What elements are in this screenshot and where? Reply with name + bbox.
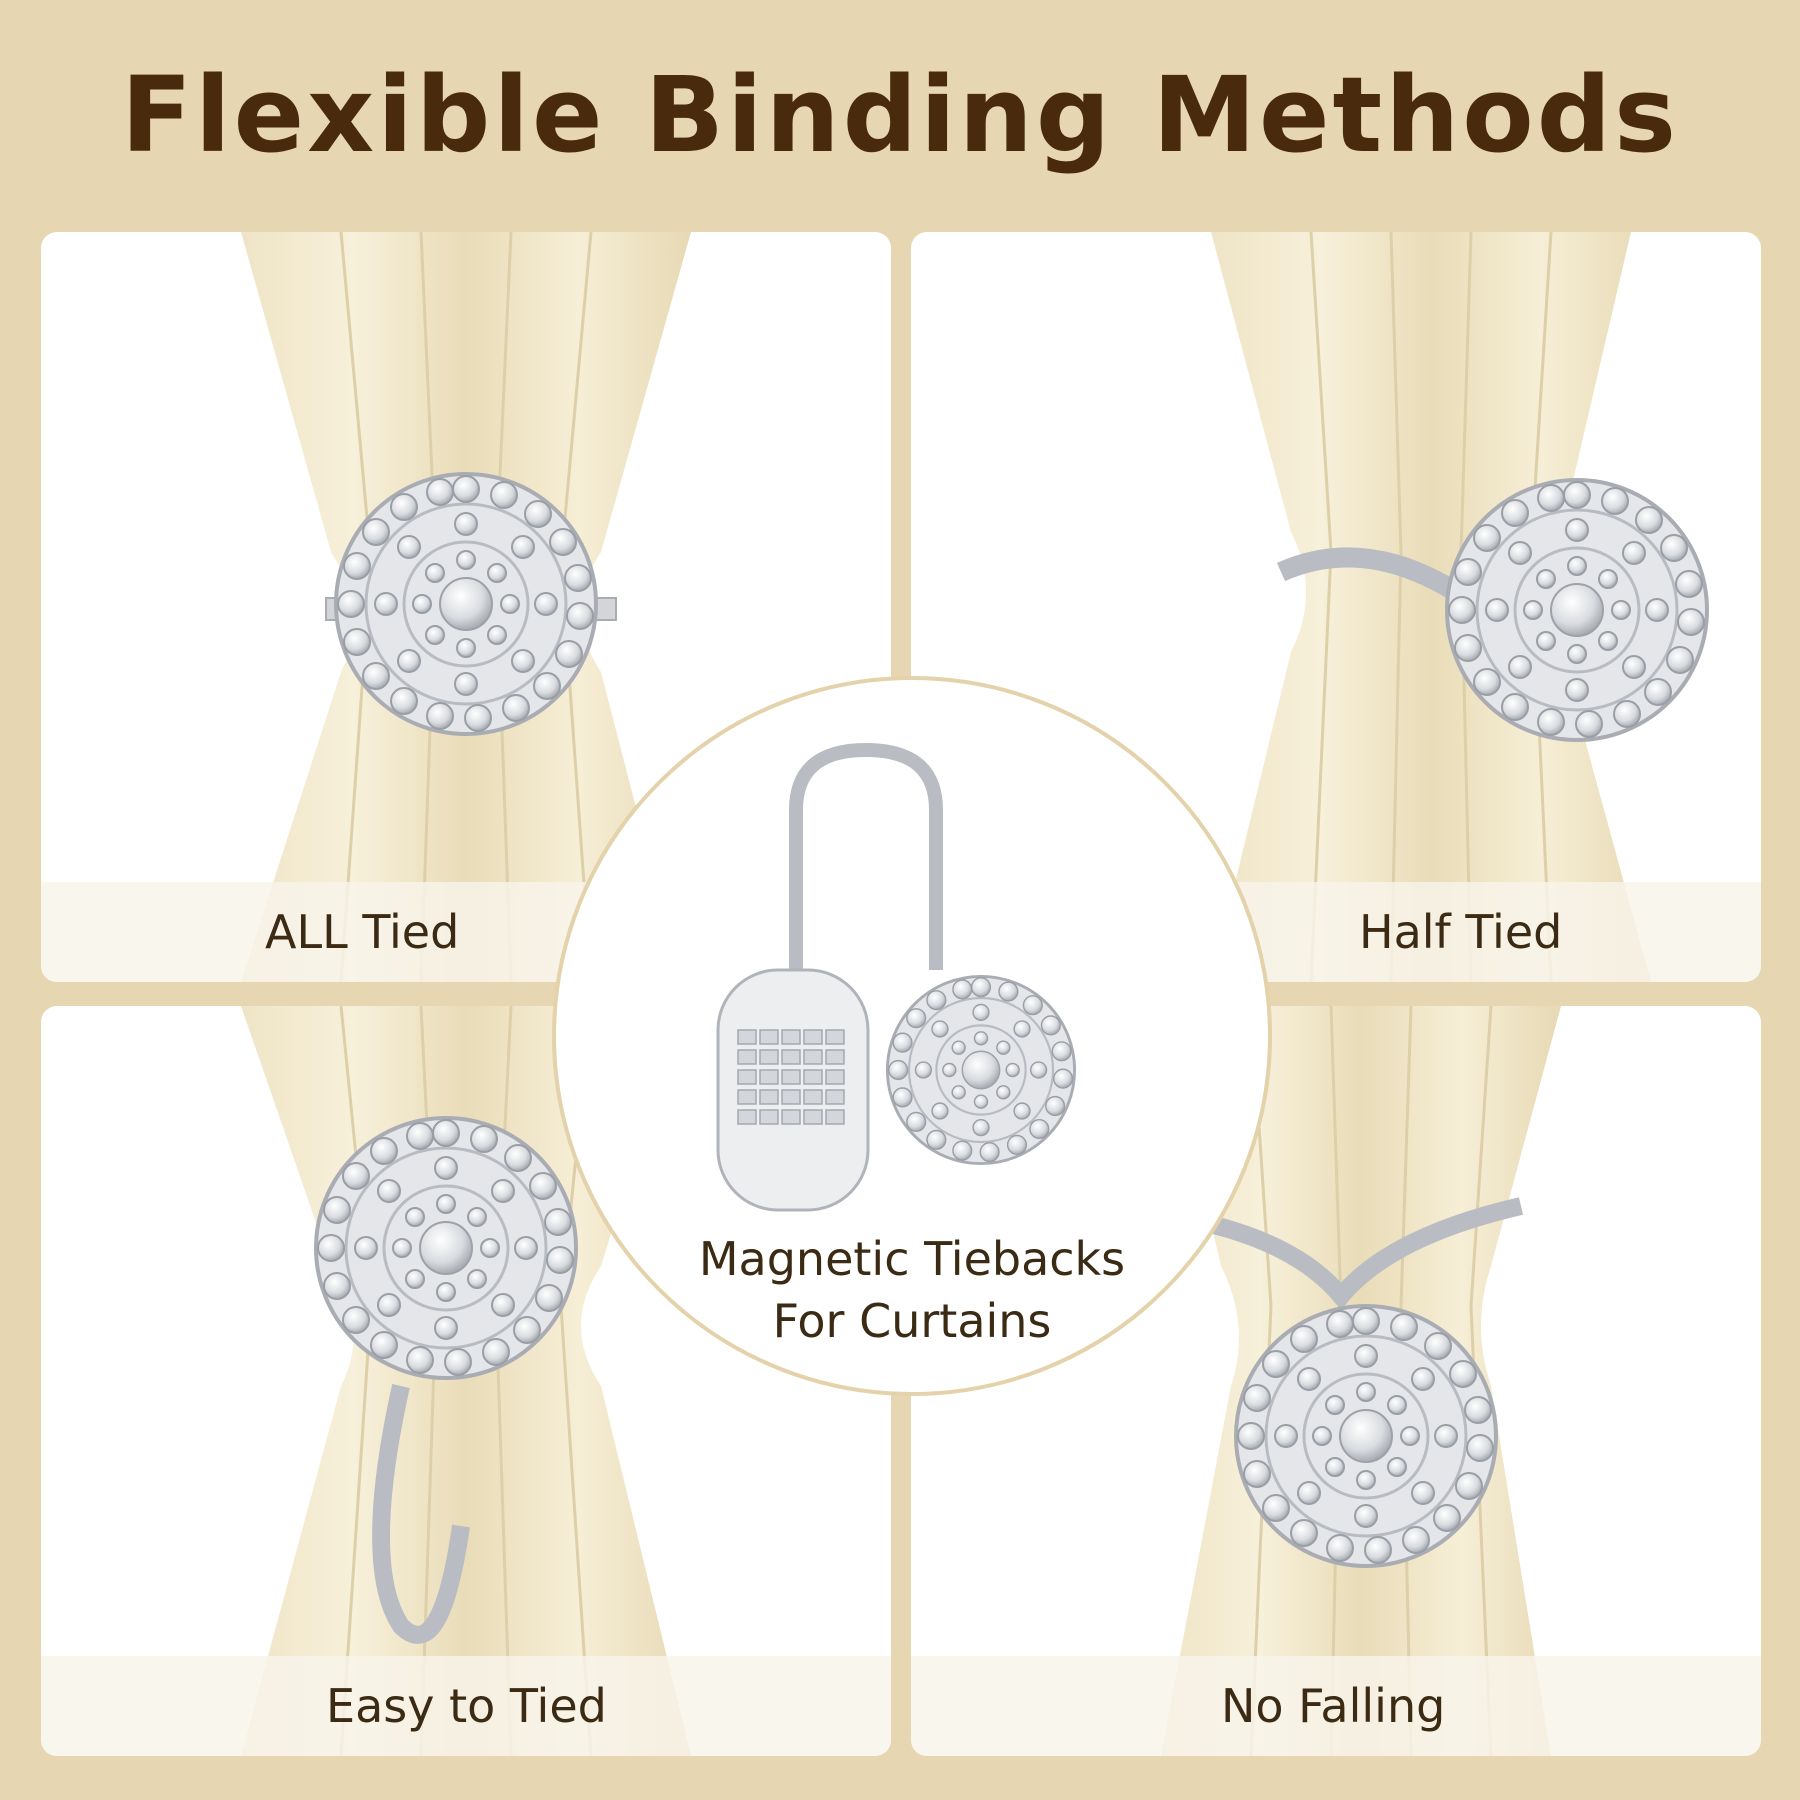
caption-no-falling: No Falling — [1221, 1679, 1446, 1733]
magnetic-tieback-product-image — [716, 742, 1077, 1212]
caption-bar — [41, 1656, 891, 1756]
product-circle: Magnetic Tiebacks For Curtains — [552, 676, 1272, 1396]
curtain-all-tied-image — [241, 232, 691, 982]
crystal-brooch-icon — [314, 1116, 578, 1380]
curtain-no-falling-image — [1161, 1006, 1561, 1756]
caption-bar — [911, 1656, 1761, 1756]
caption-all-tied: ALL Tied — [265, 905, 460, 959]
product-caption-line2: For Curtains — [772, 1294, 1052, 1348]
caption-half-tied: Half Tied — [1359, 905, 1563, 959]
page-title: Flexible Binding Methods — [120, 54, 1680, 176]
crystal-brooch-icon — [1234, 1304, 1498, 1568]
crystal-brooch-icon — [885, 974, 1077, 1166]
product-caption-line1: Magnetic Tiebacks — [698, 1232, 1126, 1286]
panel-easy-to-tied: Easy to Tied — [41, 1006, 891, 1756]
crystal-brooch-icon — [1445, 478, 1709, 742]
caption-easy-to-tied: Easy to Tied — [326, 1679, 607, 1733]
panel-half-tied: Half Tied — [911, 232, 1761, 982]
curtain-half-tied-image — [1211, 232, 1709, 982]
